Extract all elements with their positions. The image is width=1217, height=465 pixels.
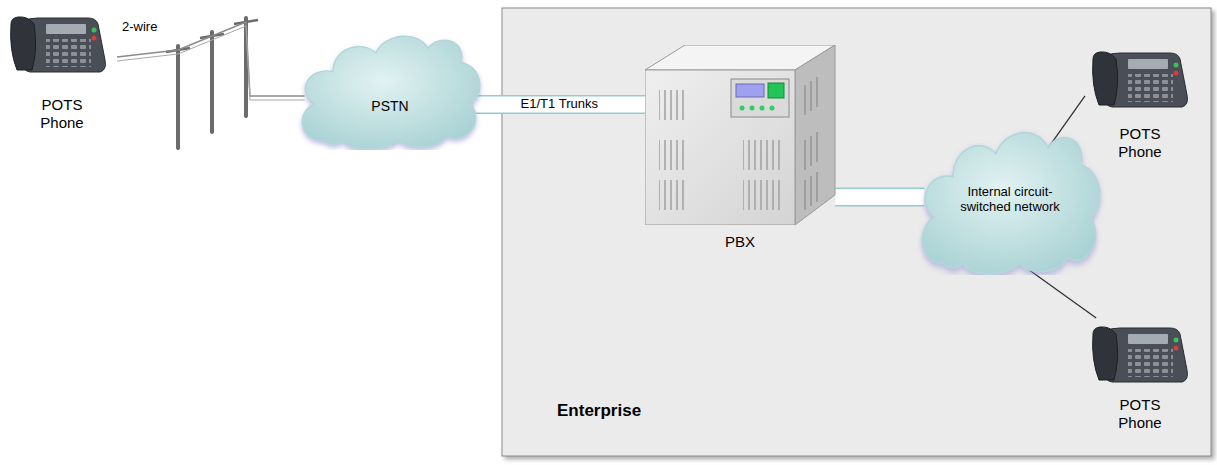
node-label: PBX: [645, 233, 835, 251]
cloud-illustration: [295, 30, 485, 150]
link-line: [1020, 263, 1097, 318]
phone-graphic: [1093, 52, 1188, 107]
network-cloud: Internal circuit-switched network: [915, 125, 1105, 275]
connector-outline: [835, 188, 924, 207]
phone-illustration: [8, 10, 108, 76]
cloud-graphic: [302, 36, 480, 149]
phone-node: POTS Phone: [1085, 42, 1197, 170]
node-label: PSTN: [295, 98, 485, 115]
node-label: Internal circuit-switched network: [945, 184, 1075, 215]
pbx-graphic: [645, 45, 835, 225]
wire-line: [117, 26, 305, 100]
edge-label: E1/T1 Trunks: [519, 97, 600, 112]
phone-node: POTS Phone: [1085, 318, 1197, 446]
enterprise-ground: [502, 8, 1211, 456]
phone-illustration: [1090, 320, 1190, 386]
cloud-graphic: [922, 133, 1100, 274]
phone-graphic: [11, 17, 106, 72]
trunk-connector: [1020, 263, 1097, 318]
connector-core: [474, 96, 645, 112]
trunk-connector: [835, 197, 924, 198]
pbx-illustration: [645, 45, 840, 225]
phone-graphic: [1093, 327, 1188, 382]
phone-node: POTS Phone: [5, 8, 117, 148]
connector-core: [835, 189, 924, 205]
node-label: POTS Phone: [29, 96, 95, 131]
telephone-poles: [178, 18, 246, 148]
edge-label: 2-wire: [120, 20, 159, 35]
pbx-cabinet: PBX: [645, 45, 840, 257]
enterprise-region: EnterprisePBXPOTS PhoneInternal circuit-…: [502, 8, 1211, 456]
connector-outline: [474, 95, 645, 114]
node-label: POTS Phone: [1107, 396, 1173, 431]
node-label: POTS Phone: [1107, 125, 1173, 160]
network-cloud: PSTN: [295, 30, 487, 150]
node-label: Enterprise: [557, 401, 777, 421]
phone-illustration: [1090, 45, 1190, 111]
